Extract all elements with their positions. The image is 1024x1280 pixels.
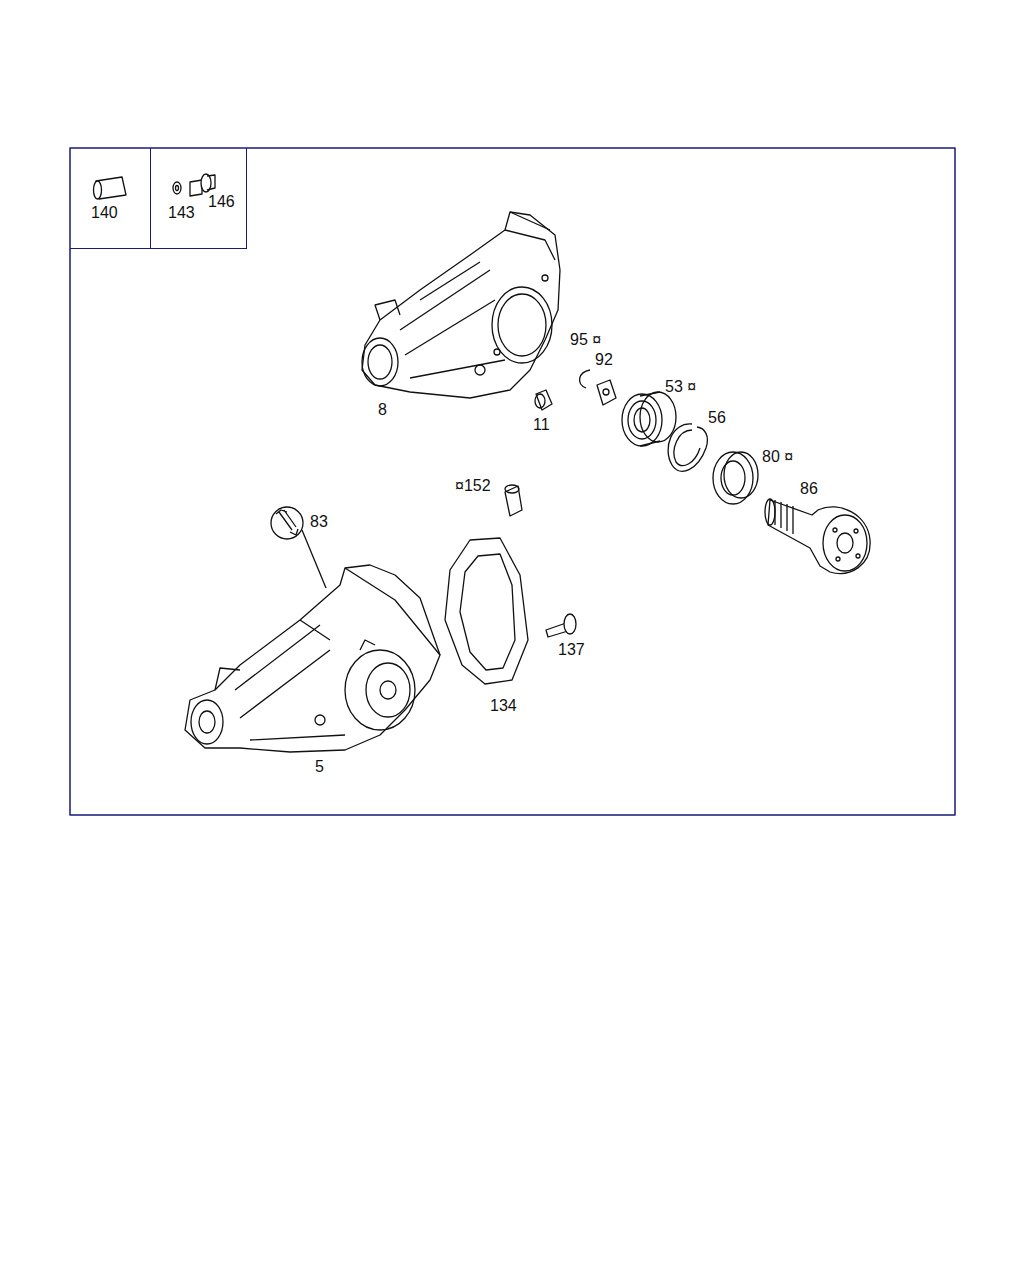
housing-8 <box>362 212 560 398</box>
sleeve-icon <box>94 177 127 199</box>
clip-95 <box>580 370 590 388</box>
callout-number: 5 <box>315 759 324 775</box>
callout-number: 53 ¤ <box>665 379 696 395</box>
vent-152 <box>505 485 522 516</box>
snap-ring-56 <box>668 424 707 471</box>
callout-number: 56 <box>708 410 726 426</box>
callout-number: 11 <box>533 417 550 433</box>
callout-number: 140 <box>91 205 118 221</box>
inset-box: 140 <box>70 148 151 249</box>
bolt-137 <box>546 614 576 637</box>
callout-number: 134 <box>490 698 517 714</box>
callout-number: 146 <box>208 194 235 210</box>
callout-number: 137 <box>558 642 585 658</box>
gasket-134 <box>445 538 528 684</box>
callout-number: 143 <box>168 205 195 221</box>
shaft-86 <box>765 499 870 573</box>
plug-11 <box>535 390 552 410</box>
washer-bolt-icon <box>173 174 215 196</box>
callout-number: ¤152 <box>455 478 491 494</box>
inset-box: 143 146 <box>150 148 247 249</box>
callout-number: 8 <box>378 402 387 418</box>
frame <box>70 148 955 815</box>
bearing-53 <box>622 392 676 446</box>
washer-92 <box>597 380 616 405</box>
callout-number: 80 ¤ <box>762 449 793 465</box>
callout-number: 92 <box>595 352 613 368</box>
housing-5 <box>185 565 440 752</box>
callout-number: 86 <box>800 481 818 497</box>
seal-80 <box>713 452 758 504</box>
callout-number: 83 <box>310 514 328 530</box>
callout-number: 95 ¤ <box>570 332 601 348</box>
